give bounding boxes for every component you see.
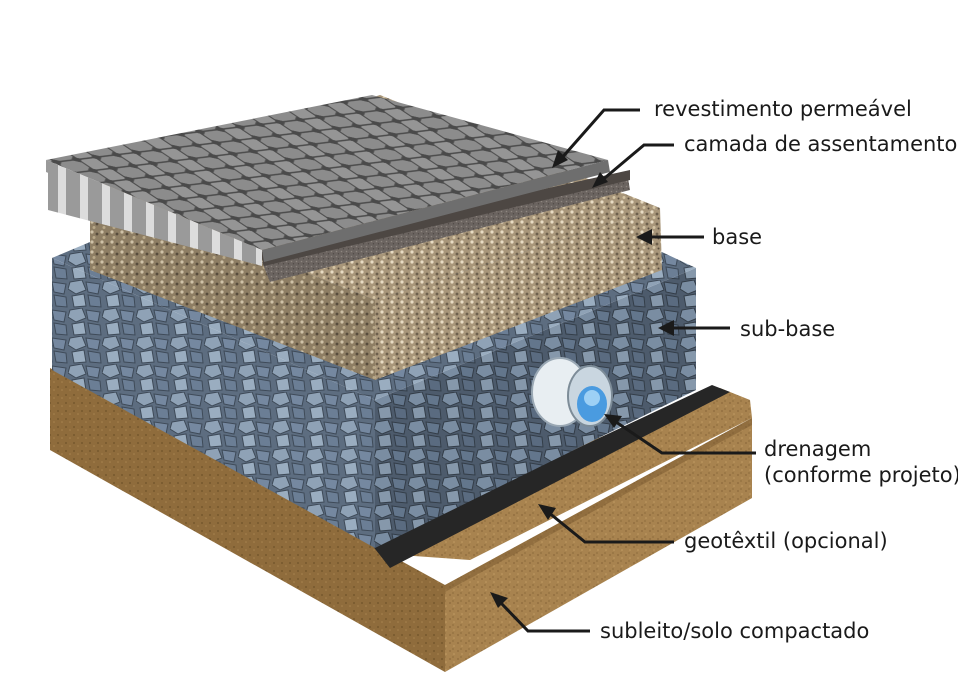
leader-subleito (490, 592, 590, 633)
label-drenagem-note: (conforme projeto) (764, 463, 958, 487)
pavers-right (262, 160, 610, 262)
label-revestimento-permeavel: revestimento permeável (654, 97, 912, 121)
subgrade-front (50, 368, 445, 672)
leader-base (636, 229, 704, 245)
subbase-front (52, 258, 375, 548)
drainage-pipe (531, 357, 613, 427)
layer-geotextile (372, 385, 730, 568)
layer-bedding (260, 170, 630, 282)
layer-subgrade (50, 355, 752, 672)
label-sub-base: sub-base (740, 317, 836, 341)
label-base: base (712, 225, 763, 249)
leader-drenagem (604, 414, 756, 455)
geotextile-strip (372, 385, 730, 568)
bedding-front-edge (260, 170, 630, 266)
subgrade-right (445, 418, 752, 672)
subgrade-right-shade (445, 418, 752, 592)
label-camada-de-assentamento: camada de assentamento (684, 132, 958, 156)
label-subleito: subleito/solo compactado (600, 619, 870, 643)
leader-geotextil (538, 504, 674, 544)
base-right (375, 208, 662, 380)
label-drenagem: drenagem (764, 437, 872, 461)
leader-lines (490, 108, 756, 633)
label-geotextil: geotêxtil (opcional) (684, 529, 888, 553)
leader-camada (592, 143, 674, 188)
subgrade-top-right (400, 400, 752, 560)
pavers-top (46, 95, 608, 250)
layer-permeable-pavement (46, 95, 610, 266)
leader-subbase (658, 320, 730, 336)
leader-revestimento (552, 108, 640, 168)
bedding-right (262, 178, 630, 282)
pavers-front-side (48, 162, 262, 266)
